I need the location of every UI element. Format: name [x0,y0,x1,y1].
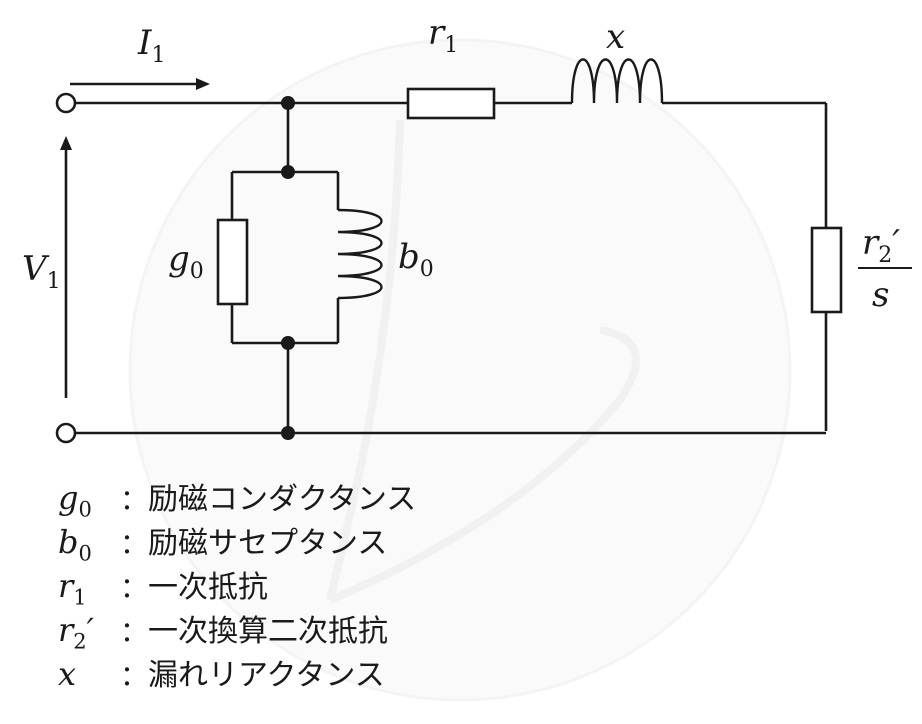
svg-text:s: s [872,275,889,315]
legend-colon: ： [120,483,149,516]
legend-row-x: x ：漏れリアクタンス [58,652,416,696]
junction-dot [281,96,295,110]
r1-resistor [406,87,496,120]
g0-resistor [216,218,249,306]
input-terminal-top [55,92,77,114]
label-I1: I1 [137,23,165,68]
legend-colon: ： [120,615,149,648]
junction-dot [281,426,295,440]
junction-dot [281,336,295,350]
legend-description: 一次換算二次抵抗 [148,614,389,649]
legend-symbol: r1 [58,567,87,610]
legend-row-r2: r2′ ：一次換算二次抵抗 [58,608,416,653]
label-b0: b0 [398,237,434,282]
legend-row-b0: b0 ：励磁サセプタンス [58,520,416,565]
legend-symbol: x [58,655,77,693]
legend: g0：励磁コンダクタンス b0：励磁サセプタンス r1：一次抵抗 r2′：一次換… [58,476,416,696]
current-arrow-head [196,78,210,90]
legend-colon: ： [120,659,149,692]
r2s-resistor [810,226,843,314]
legend-symbol: g0 [58,479,92,522]
legend-colon: ： [120,527,149,560]
label-x: x [606,17,625,57]
voltage-arrow-head [60,136,72,150]
legend-symbol: r2′ [58,611,94,654]
legend-colon: ： [120,571,149,604]
legend-description: 一次抵抗 [148,570,269,605]
legend-description: 励磁コンダクタンス [148,482,417,517]
legend-row-g0: g0 ：励磁コンダクタンス [58,476,417,521]
label-g0: g0 [168,239,204,284]
label-r2-over-s: r2′ s [858,223,912,315]
junction-dot [281,165,295,179]
svg-text:r2′: r2′ [862,223,900,268]
b0-inductor [337,208,383,300]
input-terminal-bottom [55,422,77,444]
label-V1: V1 [22,249,61,294]
legend-description: 漏れリアクタンス [148,658,385,693]
x-inductor [570,58,664,104]
watermark [128,38,792,702]
label-r1: r1 [428,13,458,58]
legend-symbol: b0 [58,523,92,566]
legend-description: 励磁サセプタンス [148,526,388,561]
legend-row-r1: r1 ：一次抵抗 [58,564,416,609]
